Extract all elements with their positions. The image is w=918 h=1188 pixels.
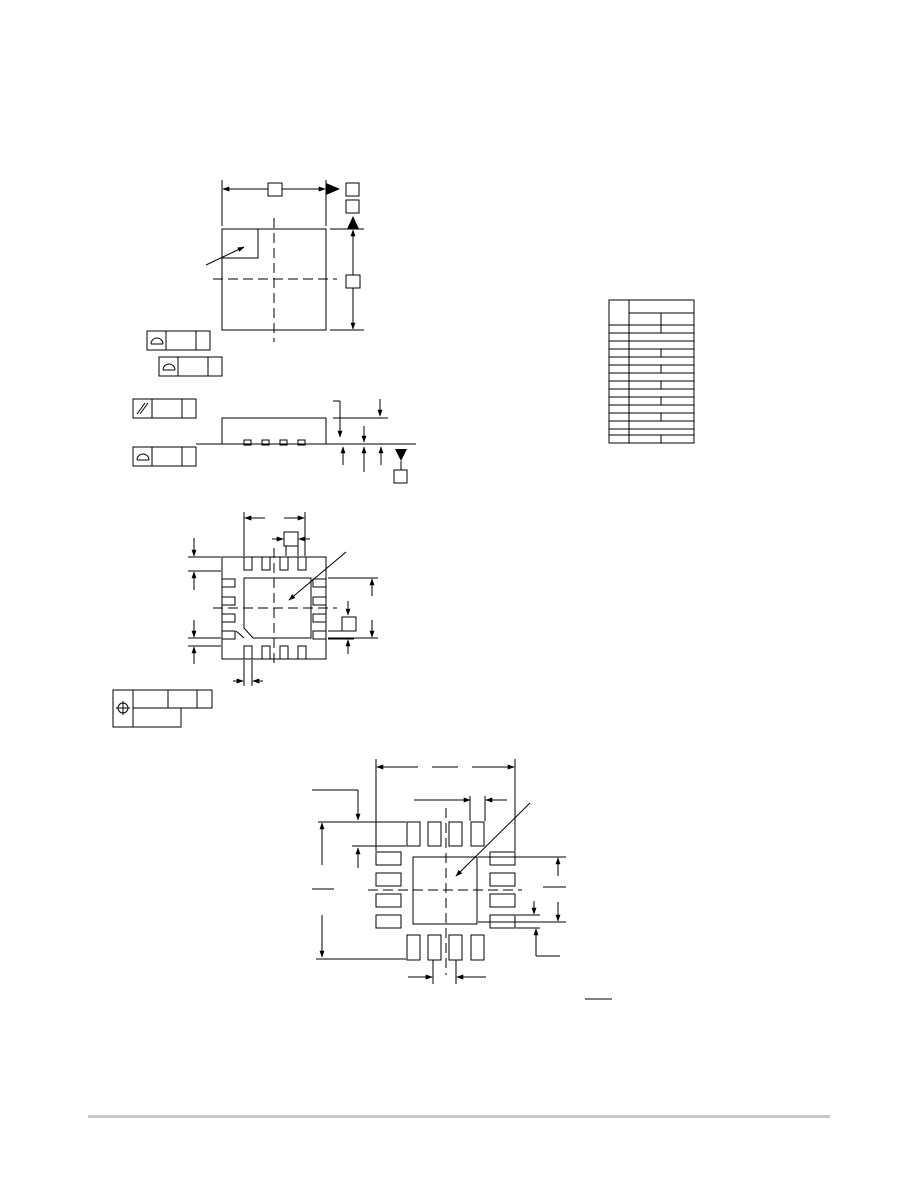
- profile-icon: [136, 453, 150, 461]
- pin1-leader: [205, 246, 245, 266]
- parallelism-frame: [132, 398, 197, 419]
- package-body-side: [221, 417, 327, 445]
- exposed-pad-leader: [288, 551, 347, 601]
- datum-triangle-icon: [395, 449, 407, 461]
- profile-frame-1: [146, 330, 211, 351]
- pin1-index-area: [222, 229, 259, 259]
- top-view: [146, 180, 364, 377]
- datum-box: [345, 199, 360, 214]
- datum-triangle-icon: [326, 183, 340, 195]
- bottom-view: [112, 512, 378, 728]
- exposed-pad: [243, 577, 312, 639]
- side-view: [132, 398, 416, 484]
- parallelism-icon: [136, 402, 146, 415]
- footer-rule: [88, 1115, 830, 1118]
- position-frame: [112, 689, 213, 728]
- thermal-pad-leader: [455, 802, 531, 877]
- dim-label-box: [345, 274, 361, 289]
- land-pattern: [312, 759, 612, 1000]
- dimension-table: [608, 299, 695, 444]
- datum-box: [393, 469, 408, 484]
- datum-box: [345, 182, 360, 197]
- datum-triangle-icon: [347, 216, 359, 229]
- dim-label-box: [341, 616, 357, 632]
- profile-frame-2: [158, 356, 223, 377]
- profile-icon: [162, 363, 176, 371]
- dim-label-box: [267, 182, 283, 197]
- dim-label-box: [283, 531, 299, 547]
- profile-icon: [150, 337, 164, 345]
- profile-frame-3: [132, 446, 197, 467]
